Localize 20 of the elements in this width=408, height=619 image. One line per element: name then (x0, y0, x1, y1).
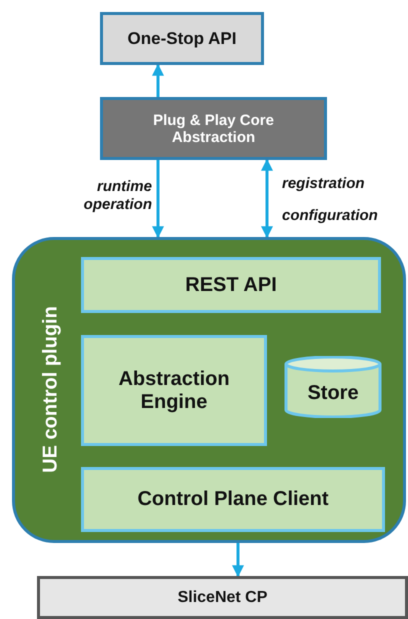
arrow (261, 158, 273, 238)
node-label: UE control plugin (40, 305, 62, 475)
node-label: Control Plane Client (137, 488, 329, 511)
component-box (81, 335, 267, 446)
component-box (81, 467, 385, 532)
node-label: Plug & Play Core Abstraction (152, 112, 275, 146)
database-cylinder (284, 356, 382, 418)
core-box (100, 97, 327, 160)
arrow (152, 160, 164, 238)
node-label: REST API (185, 274, 277, 296)
system-box (37, 576, 408, 619)
node-label: One-Stop API (128, 28, 236, 48)
arrow (152, 64, 164, 97)
node-label: Store (307, 382, 359, 404)
api-box (100, 12, 264, 65)
node-label: Abstraction Engine (117, 368, 231, 414)
plugin-container (12, 237, 406, 543)
arrow (232, 543, 244, 578)
component-box (81, 257, 381, 313)
node-label: SliceNet CP (178, 589, 268, 607)
